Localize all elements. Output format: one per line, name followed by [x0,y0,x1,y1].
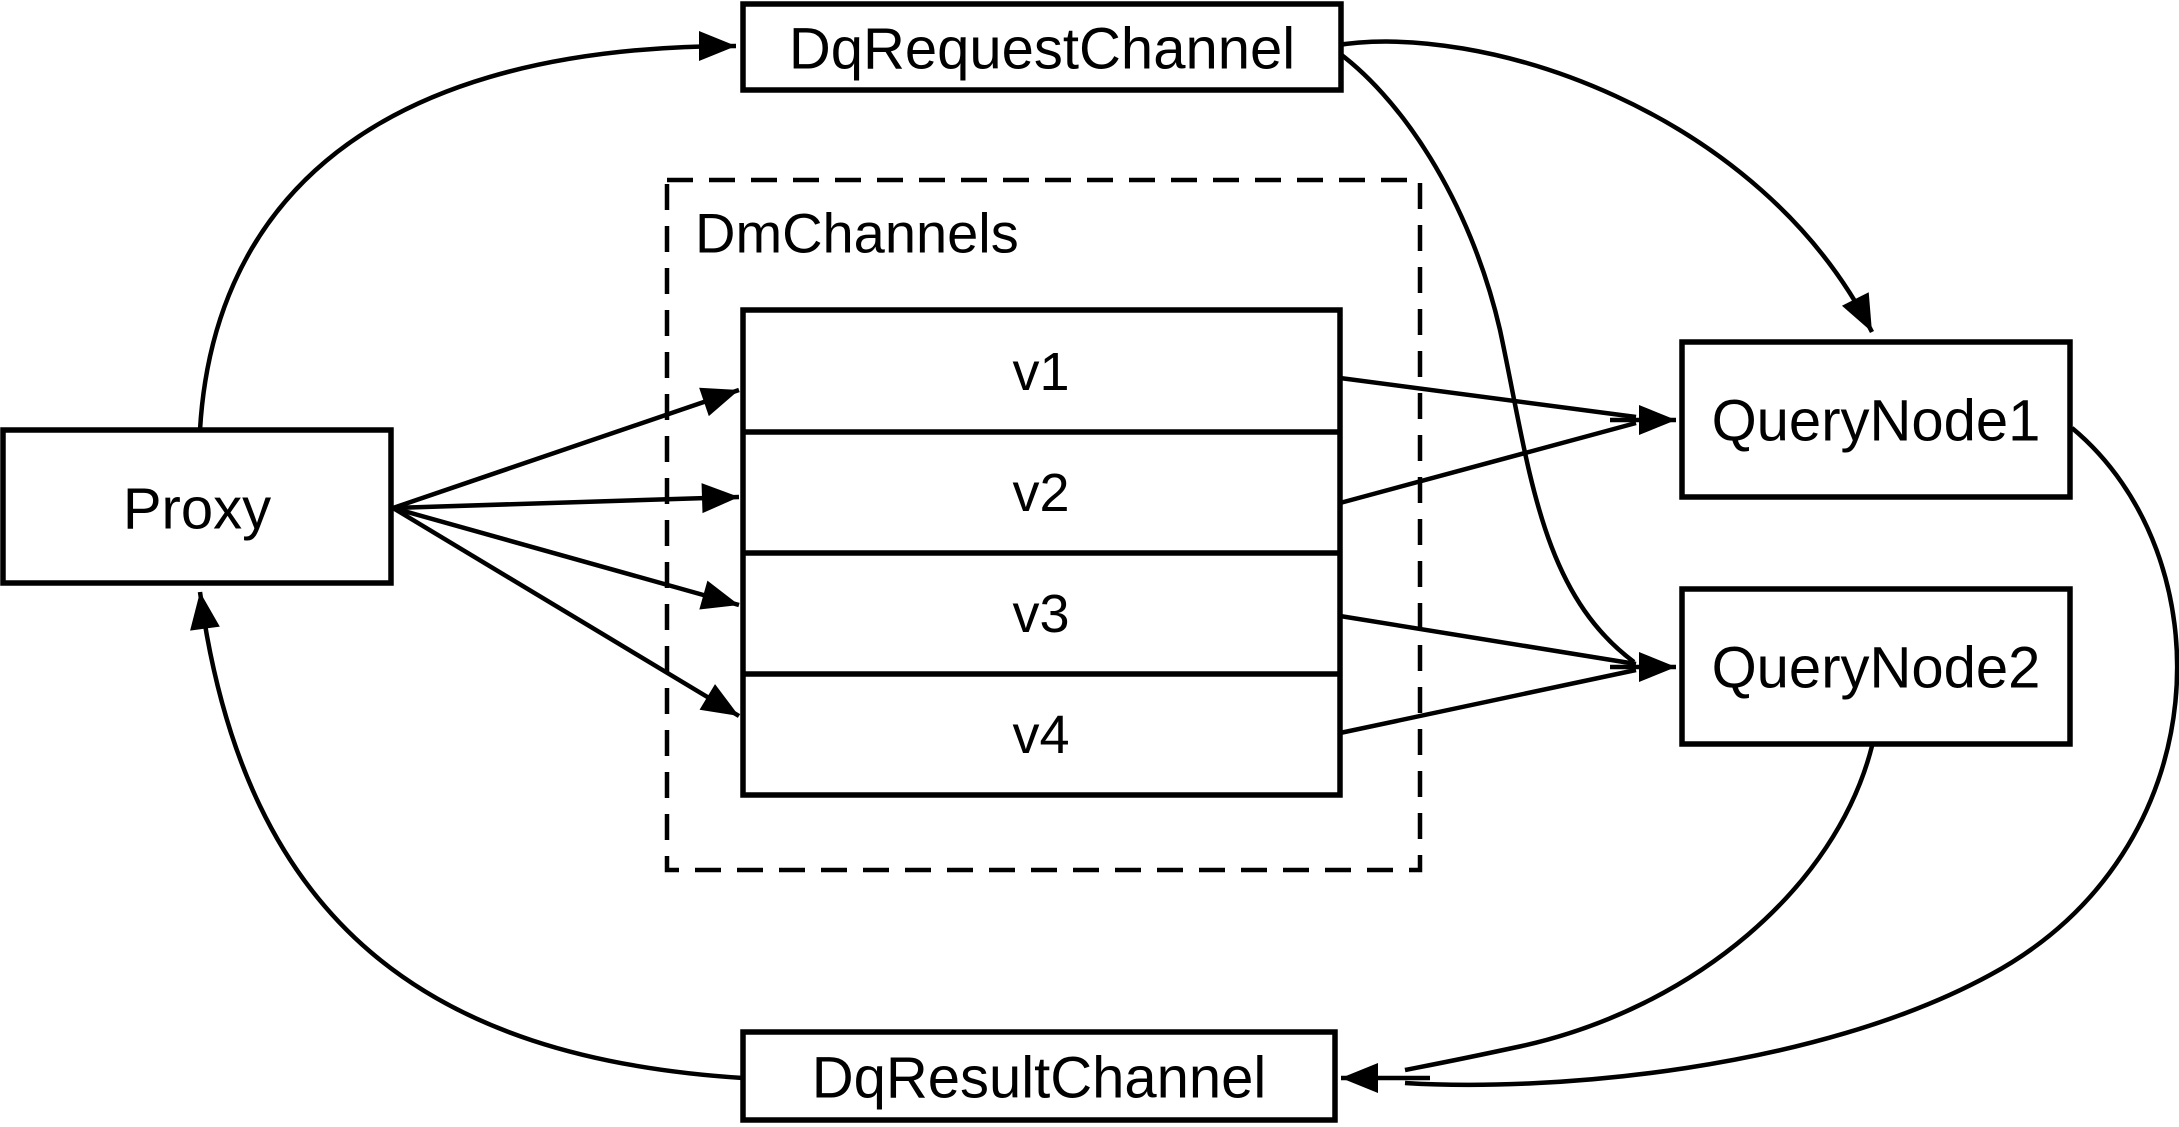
edge-proxy-to-v2 [392,483,740,514]
channel-row-v4-label: v4 [1012,705,1069,765]
edge-v2-to-querynode1 [1339,420,1637,506]
edge-dqrequestchannel-to-querynode1 [1331,39,1875,334]
querynode2-node [1679,586,2073,747]
edge-v4-to-querynode2 [1339,667,1637,736]
dqrequestchannel-node [740,1,1344,93]
channel-row-v2-label: v2 [1012,463,1069,523]
edge-dqresultchannel-to-proxy [190,591,744,1081]
edge-proxy-to-v4 [391,506,741,718]
channel-row-v3-label: v3 [1012,584,1069,644]
dqresultchannel-label: DqResultChannel [812,1046,1267,1111]
channel-row-v1-label: v1 [1012,342,1069,402]
querynode2-label: QueryNode2 [1712,636,2041,701]
edge-proxy-to-dqrequestchannel [197,31,737,431]
edge-querynode2-to-dqresultchannel [1404,745,1875,1073]
edge-querynode1-to-dqresultchannel [1404,426,2179,1088]
edge-v3-to-querynode2 [1339,613,1637,667]
dqresultchannel-node [740,1029,1338,1123]
edge-proxy-to-v3 [392,505,740,610]
querynode1-node [1679,339,2073,500]
edge-v1-to-querynode1 [1339,375,1637,420]
proxy-label: Proxy [123,477,271,542]
edge-dqrequestchannel-to-querynode2 [1330,46,1636,664]
dqrequestchannel-label: DqRequestChannel [789,17,1295,82]
dmchannels-group-label: DmChannels [695,202,1019,265]
edge-proxy-to-v1 [392,387,740,511]
proxy-node [0,427,394,586]
dmchannels-group-box [664,177,1423,873]
querynode1-label: QueryNode1 [1712,389,2041,454]
